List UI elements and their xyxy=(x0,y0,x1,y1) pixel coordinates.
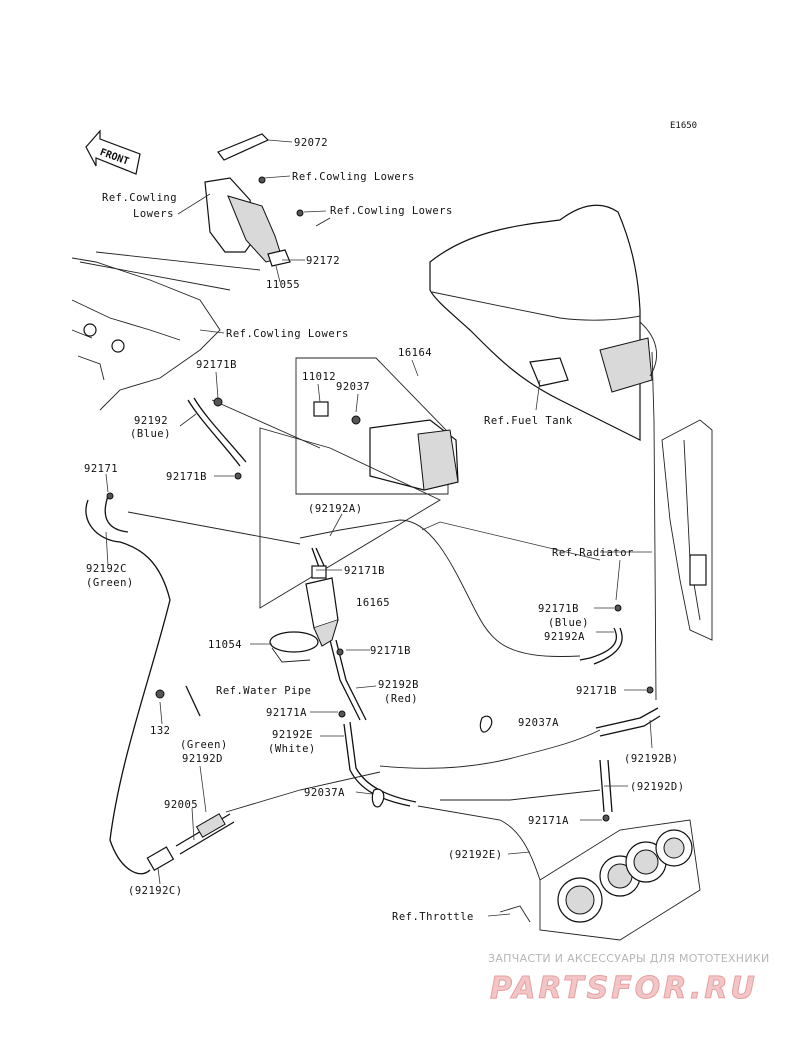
label-92192-blue: 92192 xyxy=(134,415,168,427)
label-92171b-d: 92171B xyxy=(538,603,579,615)
watermark-subtitle: ЗАПЧАСТИ И АКСЕССУАРЫ ДЛЯ МОТОТЕХНИКИ xyxy=(488,952,770,965)
label-ref-cowling-left: Ref.Cowling xyxy=(102,192,177,204)
label-ref-cowling-lowers-3: Ref.Cowling Lowers xyxy=(226,328,349,340)
label-ref-water-pipe: Ref.Water Pipe xyxy=(216,685,312,697)
label-92037a-a: 92037A xyxy=(518,717,559,729)
label-92005: 92005 xyxy=(164,799,198,811)
throttle-bodies xyxy=(499,819,701,941)
label-92192c-paren: (92192C) xyxy=(128,885,183,897)
front-arrow-icon: FRONT xyxy=(85,129,141,175)
label-92192a: 92192A xyxy=(544,631,585,643)
label-ref-cowling-left-lowers: Lowers xyxy=(133,208,174,220)
mount-bracket-assembly xyxy=(204,133,331,267)
label-16164: 16164 xyxy=(398,347,432,359)
hose-joint xyxy=(146,813,235,872)
label-92072: 92072 xyxy=(294,137,328,149)
label-ref-throttle: Ref.Throttle xyxy=(392,911,474,923)
label-11055: 11055 xyxy=(266,279,300,291)
label-ref-cowling-lowers-1: Ref.Cowling Lowers xyxy=(292,171,415,183)
label-92171b-c: 92171B xyxy=(344,565,385,577)
label-92192d: 92192D xyxy=(182,753,223,765)
label-92192b-paren: (92192B) xyxy=(624,753,679,765)
label-92192d-paren: (92192D) xyxy=(630,781,685,793)
label-11054: 11054 xyxy=(208,639,242,651)
label-92172: 92172 xyxy=(306,255,340,267)
bolt xyxy=(155,685,201,717)
watermark: ЗАПЧАСТИ И АКСЕССУАРЫ ДЛЯ МОТОТЕХНИКИ PA… xyxy=(488,952,770,1007)
watermark-brand: PARTSFOR.RU xyxy=(490,971,758,1006)
label-92171a-a: 92171A xyxy=(266,707,307,719)
label-ref-fuel-tank: Ref.Fuel Tank xyxy=(484,415,573,427)
clips xyxy=(106,397,654,822)
label-ref-radiator: Ref.Radiator xyxy=(552,547,634,559)
label-92171b-b: 92171B xyxy=(166,471,207,483)
label-92037a-b: 92037A xyxy=(304,787,345,799)
fuel-filter xyxy=(305,565,339,647)
label-92192b: 92192B xyxy=(378,679,419,691)
diagram-code: E1650 xyxy=(670,121,697,131)
label-92192a-paren: (92192A) xyxy=(308,503,363,515)
fuel-tank xyxy=(429,204,657,441)
label-red: (Red) xyxy=(384,693,418,705)
label-92171b-f: 92171B xyxy=(576,685,617,697)
label-92192e-paren: (92192E) xyxy=(448,849,503,861)
part-labels: 92072 Ref.Cowling Lowers Ref.Cowling Low… xyxy=(84,137,685,923)
label-green-b: (Green) xyxy=(180,739,228,751)
label-blue-b: (Blue) xyxy=(548,617,589,629)
label-92171b-a: 92171B xyxy=(196,359,237,371)
clamp xyxy=(269,631,319,663)
leader-lines xyxy=(105,139,653,917)
frame-outline xyxy=(71,251,261,411)
label-92037: 92037 xyxy=(336,381,370,393)
label-blue-a: (Blue) xyxy=(130,428,171,440)
bracket-plate xyxy=(259,427,441,609)
label-92171a-b: 92171A xyxy=(528,815,569,827)
label-92192e: 92192E xyxy=(272,729,313,741)
label-92171: 92171 xyxy=(84,463,118,475)
label-green-a: (Green) xyxy=(86,577,134,589)
label-16165: 16165 xyxy=(356,597,390,609)
canister xyxy=(313,401,459,491)
label-ref-cowling-lowers-2: Ref.Cowling Lowers xyxy=(330,205,453,217)
label-11012: 11012 xyxy=(302,371,336,383)
radiator xyxy=(661,419,713,641)
label-132: 132 xyxy=(150,725,170,737)
label-92171b-e: 92171B xyxy=(370,645,411,657)
label-white: (White) xyxy=(268,743,316,755)
label-92192c: 92192C xyxy=(86,563,127,575)
